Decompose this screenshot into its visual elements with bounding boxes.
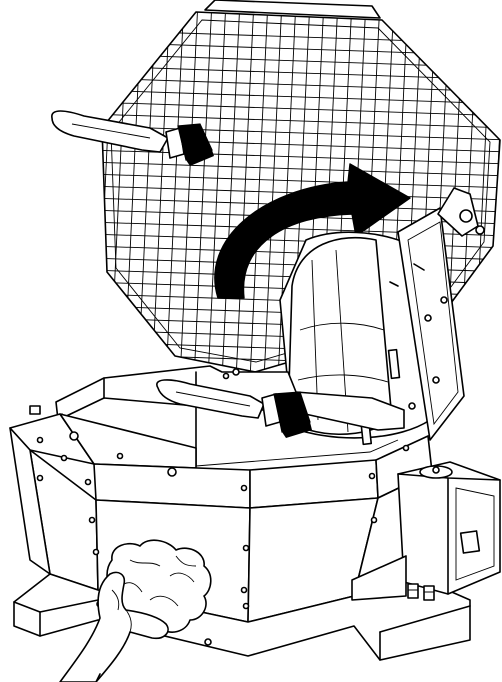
grille-bar <box>221 12 241 372</box>
brush-icon <box>156 379 312 438</box>
grille-bar <box>102 125 500 141</box>
hand-with-cloth <box>59 539 212 682</box>
rivet <box>84 478 92 486</box>
rivet <box>36 474 44 482</box>
brush-icon <box>51 110 214 166</box>
rivet <box>242 602 250 610</box>
grille-bar <box>82 0 100 380</box>
rivet <box>242 544 250 552</box>
hinge <box>437 187 479 237</box>
grille-bar <box>179 12 199 372</box>
grille-bar <box>102 89 500 105</box>
grille-bar <box>102 113 500 129</box>
rivet <box>36 436 44 444</box>
grille-bar <box>102 101 500 117</box>
grille-bar <box>102 161 500 177</box>
grille-bar <box>102 77 500 93</box>
rivet <box>368 472 376 480</box>
junction-box <box>351 461 501 601</box>
rivet <box>116 452 124 460</box>
grille-bar <box>249 12 269 372</box>
lid-rim <box>204 0 381 19</box>
grille-bar <box>263 12 283 372</box>
rivet <box>88 516 96 524</box>
rivet <box>370 516 378 524</box>
grille-bar <box>102 173 500 189</box>
fan-motor-assembly <box>279 187 485 446</box>
rivet <box>60 454 68 462</box>
grille-bar <box>193 12 213 372</box>
grille-bar <box>165 12 185 372</box>
grille-bar <box>235 12 255 372</box>
hand-icon <box>59 571 169 682</box>
rivet <box>402 444 410 452</box>
rivet <box>240 484 248 492</box>
grille-bar <box>207 12 227 372</box>
rotate-arrow-icon <box>214 163 411 299</box>
rivet <box>240 586 248 594</box>
rivet <box>92 548 100 556</box>
grille-bar <box>151 12 171 372</box>
